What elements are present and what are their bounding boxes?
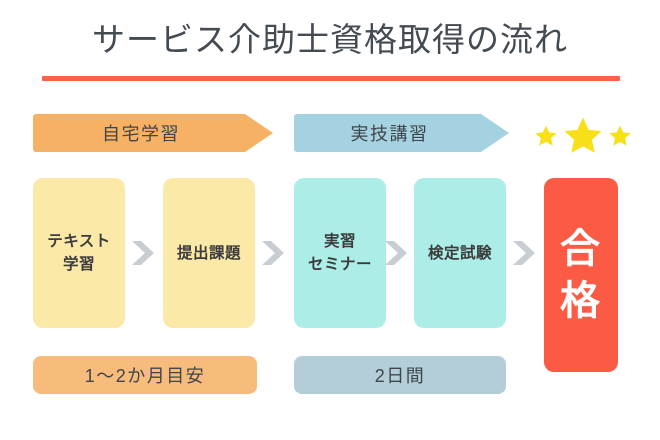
duration-pill-home-study-label: 1〜2か月目安 <box>84 366 206 386</box>
page-title: サービス介助士資格取得の流れ <box>0 18 660 62</box>
flow-step-pass-result-label: 合 格 <box>560 223 602 327</box>
flow-step-pass-result: 合 格 <box>544 178 618 372</box>
flow-step-practical-seminar-label: 実習 セミナー <box>308 230 372 276</box>
star-icon-large-center <box>562 115 604 162</box>
flow-step-practical-seminar: 実習 セミナー <box>294 178 386 328</box>
flow-step-text-study: テキスト 学習 <box>33 178 125 328</box>
star-icon-small-right <box>608 124 632 153</box>
phase-banner-practical-training: 実技講習 <box>294 114 509 152</box>
chevron-right-icon-4 <box>512 238 540 268</box>
duration-pill-practical-training-label: 2日間 <box>374 366 426 386</box>
flow-steps-row: テキスト 学習 提出課題 実習 セミナー <box>0 178 660 378</box>
flow-step-practical-seminar-line1: 実習 <box>323 233 356 250</box>
phase-banner-practical-training-label: 実技講習 <box>350 124 429 144</box>
flow-step-pass-result-char1: 合 <box>560 227 602 271</box>
duration-pill-practical-training: 2日間 <box>294 356 506 394</box>
flow-step-text-study-line2: 学習 <box>62 256 95 273</box>
flow-step-pass-result-char2: 格 <box>560 279 602 323</box>
chevron-right-icon-1 <box>131 238 159 268</box>
flow-step-practical-seminar-line2: セミナー <box>307 256 372 273</box>
flow-step-assignment: 提出課題 <box>163 178 255 328</box>
flow-step-text-study-line1: テキスト <box>47 233 111 250</box>
flow-step-text-study-label: テキスト 学習 <box>47 230 111 276</box>
title-underline-rule <box>42 76 620 81</box>
phase-banner-home-study: 自宅学習 <box>33 114 273 152</box>
phase-banner-home-study-label: 自宅学習 <box>102 124 180 144</box>
flow-step-assignment-label: 提出課題 <box>176 244 241 262</box>
flow-step-certification-exam-label: 検定試験 <box>427 244 492 262</box>
chevron-right-icon-2 <box>261 238 289 268</box>
duration-pill-home-study: 1〜2か月目安 <box>33 356 257 394</box>
flow-step-certification-exam: 検定試験 <box>414 178 506 328</box>
star-icon-small-left <box>534 124 558 153</box>
star-rating-group <box>524 116 642 160</box>
page-title-text: サービス介助士資格取得の流れ <box>92 21 568 58</box>
chevron-right-icon-3 <box>384 238 412 268</box>
